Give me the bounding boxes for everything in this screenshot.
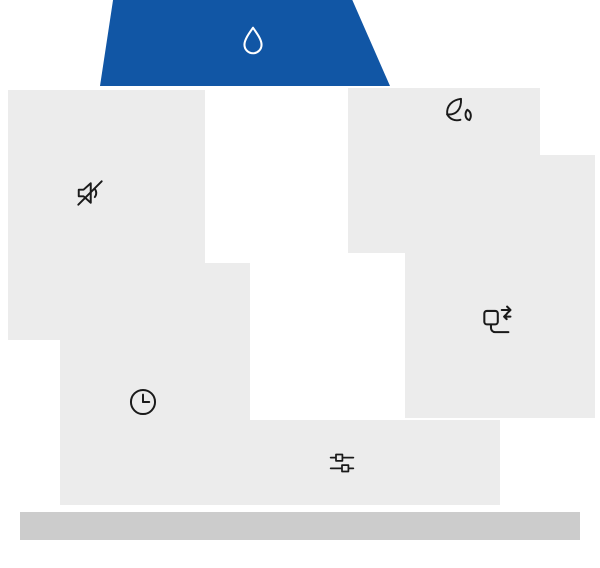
water-drop-icon <box>234 23 272 61</box>
water-drop-tab[interactable] <box>100 0 390 86</box>
speaker-muted-icon <box>72 175 108 211</box>
tile-settings[interactable] <box>205 420 500 505</box>
bottom-bar <box>20 512 580 540</box>
tile-power-source[interactable] <box>405 155 595 418</box>
sliders-icon <box>326 447 358 479</box>
clock-icon <box>126 385 160 419</box>
leaf-icon <box>440 94 476 130</box>
plug-swap-icon <box>478 303 516 341</box>
